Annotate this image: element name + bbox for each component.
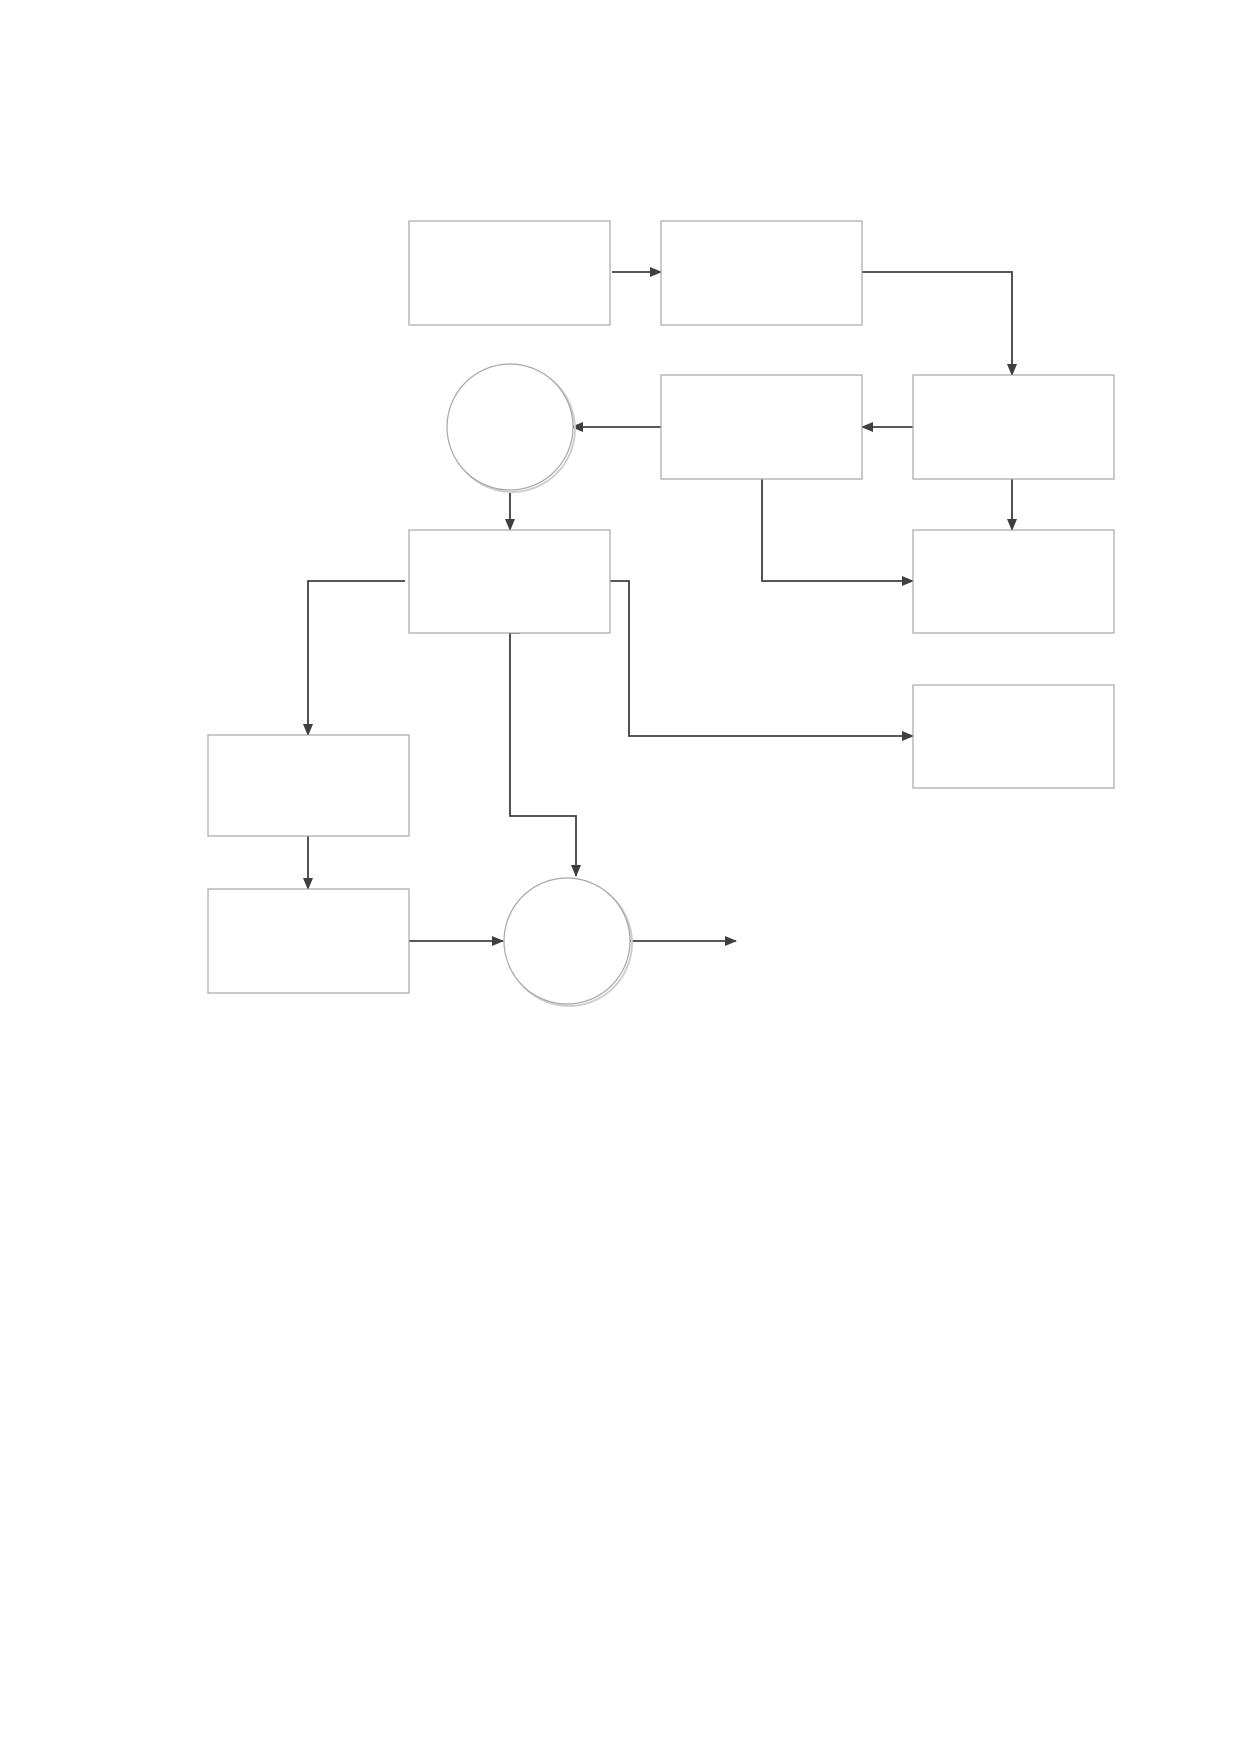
edge-box5-to-circle2 [509, 632, 581, 877]
process-box-1 [408, 220, 611, 326]
edge-box5-to-box7 [610, 580, 914, 741]
process-box-5 [408, 529, 611, 634]
process-box-7 [912, 684, 1115, 789]
process-box-2 [660, 220, 863, 326]
process-box-3 [660, 374, 863, 480]
process-box-9 [207, 888, 410, 994]
decision-circle-1 [446, 363, 576, 493]
edge-box5-to-box8 [303, 580, 405, 736]
edge-box3-to-box6 [761, 479, 914, 586]
connectors [303, 267, 1017, 946]
edge-box2-to-box4 [862, 271, 1017, 376]
process-box-4 [912, 374, 1115, 480]
nodes [207, 220, 1115, 1007]
process-box-6 [912, 529, 1115, 634]
process-box-8 [207, 734, 410, 837]
decision-circle-2 [503, 877, 633, 1007]
